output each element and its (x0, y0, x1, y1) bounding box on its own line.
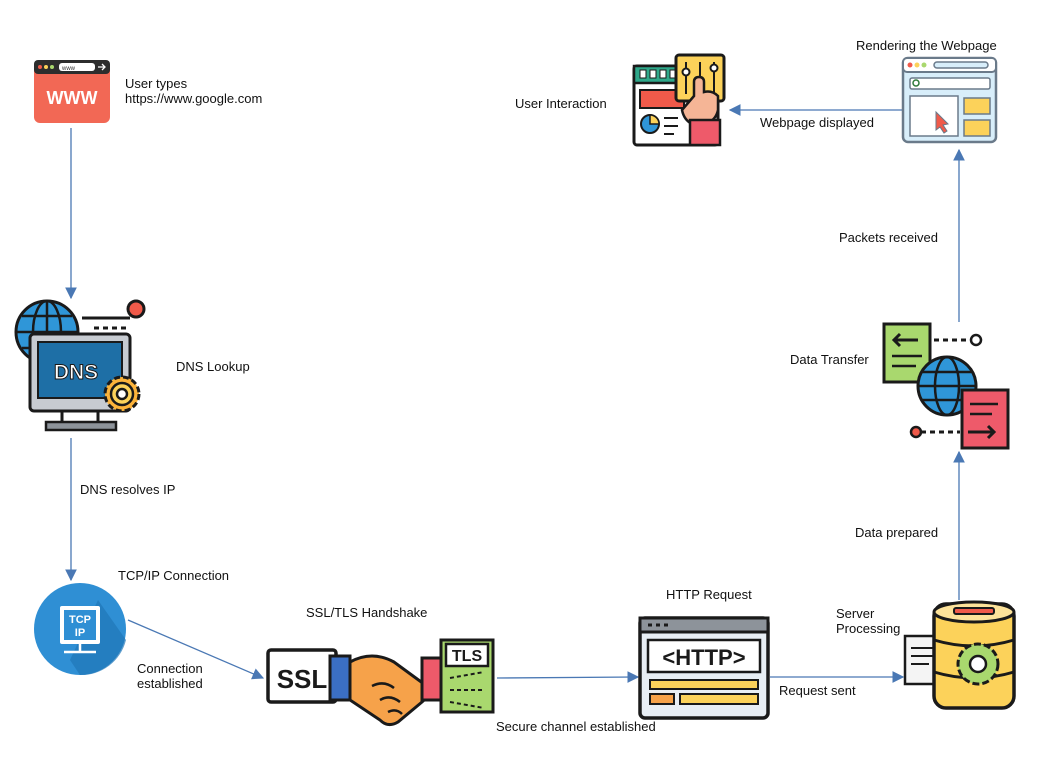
packets-received-label: Packets received (839, 230, 938, 245)
server-processing-label: Server Processing (836, 606, 901, 636)
dns-lookup-label: DNS Lookup (176, 359, 250, 374)
ssl-icon-text: SSL (277, 664, 328, 694)
user-types-label: User types https://www.google.com (125, 76, 262, 106)
webpage-displayed-label: Webpage displayed (760, 115, 874, 130)
user-interaction-dashboard-icon (632, 53, 726, 147)
dns-resolves-label: DNS resolves IP (80, 482, 176, 497)
user-types-url: https://www.google.com (125, 91, 263, 106)
data-transfer-label: Data Transfer (790, 352, 869, 367)
tcp-icon-text-1: TCP (69, 614, 91, 626)
rendering-label: Rendering the Webpage (856, 38, 997, 53)
tcp-ip-icon: TCP IP (34, 583, 126, 676)
user-interaction-label: User Interaction (515, 96, 607, 111)
rendered-webpage-icon (901, 56, 998, 144)
server-database-icon (903, 600, 1016, 710)
tls-icon-text: TLS (452, 648, 483, 665)
user-types-label-line1: User types (125, 76, 188, 91)
dns-monitor-icon: DNS (14, 299, 146, 432)
http-request-label: HTTP Request (666, 587, 752, 602)
www-icon-text: WWW (47, 88, 98, 108)
data-prepared-label: Data prepared (855, 525, 939, 540)
dns-icon-text: DNS (54, 361, 98, 384)
secure-channel-label: Secure channel established (496, 719, 656, 734)
tcp-icon-text-2: IP (75, 627, 85, 639)
www-badge-text: www (61, 66, 76, 72)
data-transfer-globe-icon (882, 322, 1010, 450)
request-sent-label: Request sent (779, 683, 856, 698)
tcp-ip-label: TCP/IP Connection (118, 568, 230, 583)
www-browser-icon: www WWW (34, 60, 110, 123)
connection-established-label: Connection established (137, 661, 203, 691)
arrow-tcp-to-ssl (127, 619, 265, 680)
http-window-icon: <HTTP> (638, 616, 770, 720)
arrow-ssl-to-http (496, 671, 640, 683)
ssl-tls-label: SSL/TLS Handshake (306, 605, 428, 620)
http-icon-text: <HTTP> (662, 645, 745, 670)
ssl-tls-handshake-icon: SSL TLS (266, 638, 495, 727)
